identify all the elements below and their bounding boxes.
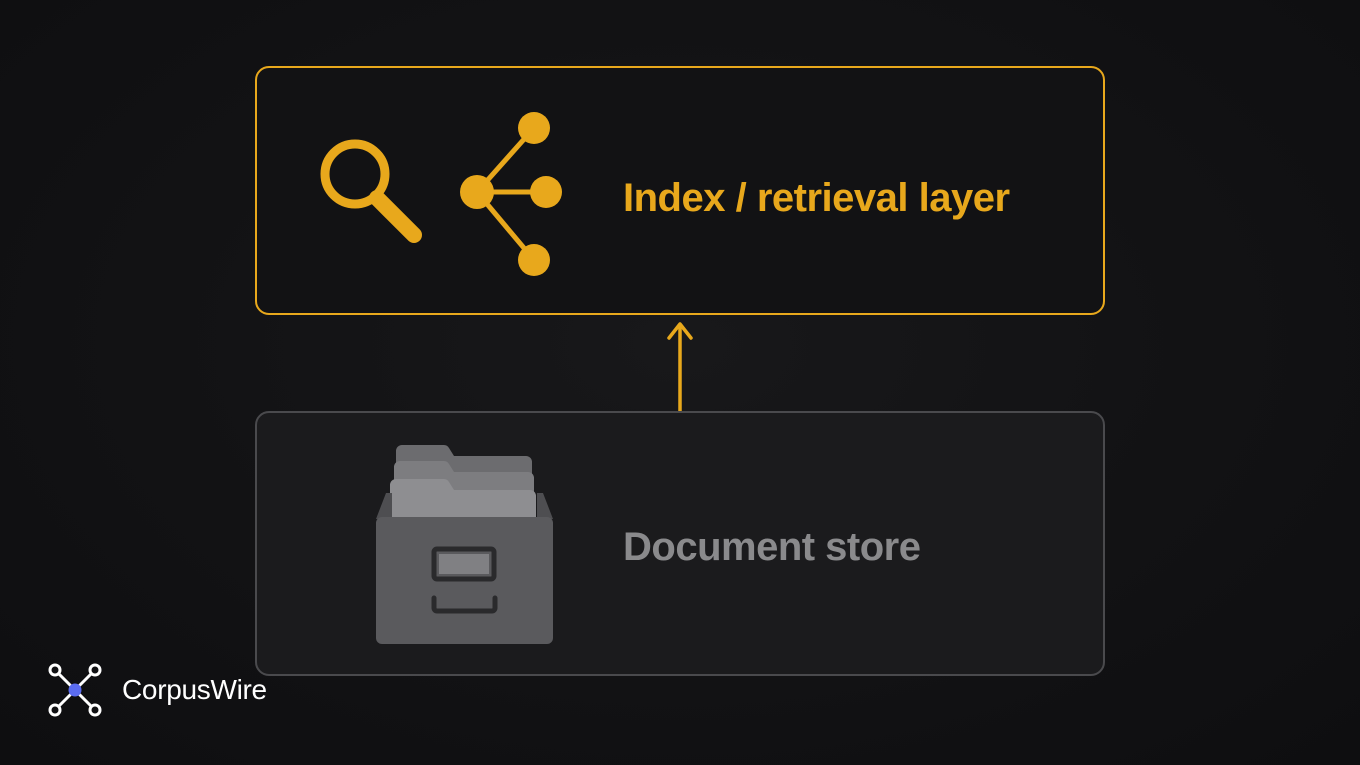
file-cabinet-icon xyxy=(376,445,553,644)
index-retrieval-layer-label: Index / retrieval layer xyxy=(623,176,1010,220)
brand-name: CorpusWire xyxy=(122,674,267,705)
network-node-icon xyxy=(48,663,102,717)
document-store-box: Document store xyxy=(255,411,1105,676)
document-store-label: Document store xyxy=(623,525,921,569)
up-arrow-connector xyxy=(667,322,693,412)
brand: CorpusWire xyxy=(48,662,267,718)
index-retrieval-layer-box: Index / retrieval layer xyxy=(255,66,1105,315)
search-icon xyxy=(320,139,422,243)
share-nodes-icon xyxy=(460,112,562,276)
